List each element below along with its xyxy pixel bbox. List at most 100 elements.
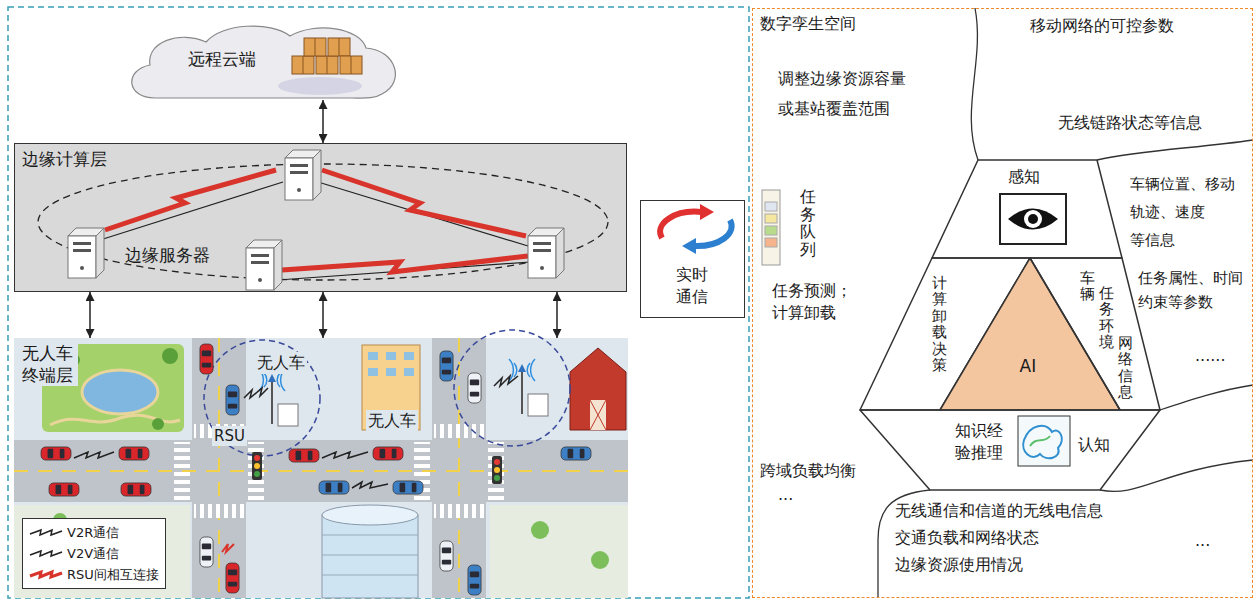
vehicle [226,385,239,415]
vehicle-label: 无人车 [255,352,307,374]
ellipsis: ... [1195,530,1210,552]
legend-line [30,530,62,535]
connector-arrow [556,292,558,338]
road [458,338,460,598]
park [152,418,164,430]
wireless-link [352,482,388,488]
rsu-coverage [204,340,320,456]
vehicle [119,447,149,460]
road [194,504,244,518]
building [322,555,418,556]
server-link [322,170,526,236]
city-ground [14,338,628,598]
region-boundary [878,8,1253,598]
server-box-icon [339,38,340,56]
building [322,505,418,525]
region-boundary [1100,460,1253,491]
server-link [105,170,276,230]
cloud-node: 远程云端 [120,20,410,100]
server-box-icon [340,56,362,74]
city-ground [14,505,190,598]
cloud-node-text: 远程云端 [188,48,256,71]
realtime-comm-box: 实时 通信 [640,200,745,318]
traffic-light [254,471,260,477]
server-icon [285,158,313,200]
legend-row: V2V通信 [29,543,159,564]
vehicle [319,481,349,494]
task-queue-icon [765,226,777,235]
note-text: 任务属性、时间 约束等参数 [1138,266,1246,314]
road [432,338,486,598]
server-box-icon [292,56,314,74]
wireless-link [222,544,234,552]
server-icon [285,150,321,200]
server-icon [540,266,544,270]
server-icon [528,228,564,278]
server-icon [290,164,308,167]
legend-text: V2R通信 [67,524,119,542]
ellipsis: ... [778,484,793,506]
perception-segment-text: 感知 [1008,166,1040,188]
vehicle [226,563,239,593]
server-icon [251,254,269,257]
building [404,352,414,360]
segment-outline [860,410,1160,490]
vehicle [440,541,453,571]
eye-icon [1024,210,1042,228]
server-box-icon [304,38,326,56]
eye-icon [1000,194,1066,244]
server-icon [258,278,262,282]
vehicle [200,537,213,567]
park [82,370,158,414]
eye-icon [1008,209,1058,230]
server-box-icon [316,56,338,74]
ellipsis: ...... [1195,345,1226,367]
server-box-icon [303,56,304,74]
building [570,348,626,430]
rsu-tower [268,374,276,382]
digital-twin-panel-text: 数字孪生空间 [760,13,856,35]
road [488,442,504,500]
legend-text: V2V通信 [67,545,119,563]
cognition-segment: 知识经 验推理认知 [860,410,1160,490]
server-icon [246,248,274,290]
dashed-ellipse [38,164,608,280]
building [591,551,609,569]
task-queue-icon [765,214,777,223]
building [368,352,378,360]
city-ground [490,505,628,598]
traffic-light [252,452,262,480]
note-text: 交通负载和网络状态 [895,527,1039,549]
cognition-segment-text: 知识经 验推理 [955,420,1006,464]
sync-arrows [660,212,702,238]
edge-layer-box-text: 边缘服务器 [125,244,210,267]
edge-layer-box-text: 边缘计算层 [22,148,107,171]
server-icon [290,171,308,174]
building [531,521,549,539]
vehicle [440,351,453,381]
road [218,338,220,598]
server-link [282,256,528,272]
task-queue-icon [765,202,777,211]
building [386,352,396,360]
road [174,442,190,500]
vehicle [440,541,453,571]
offload-segment-text: 计算卸载决策 [932,275,947,374]
road [192,338,246,598]
info-segment-text: 任务环境 [1099,285,1114,351]
eye-icon [1028,214,1038,224]
dashed-ellipse [38,164,608,280]
server-icon [68,236,96,278]
traffic-light [252,452,502,484]
region-title: 移动网络的可控参数 [1030,15,1174,37]
traffic-light [254,455,260,461]
server-link [100,182,283,240]
vehicle [393,481,423,494]
connector-arrow [89,292,91,338]
connector-arrow [322,100,324,143]
legend-box: V2R通信V2V通信RSU间相互连接 [22,518,166,589]
ai-triangle-text: AI [1020,355,1037,378]
vehicle [468,565,481,595]
sync-arrows [694,220,732,246]
region-boundary [1160,385,1253,410]
